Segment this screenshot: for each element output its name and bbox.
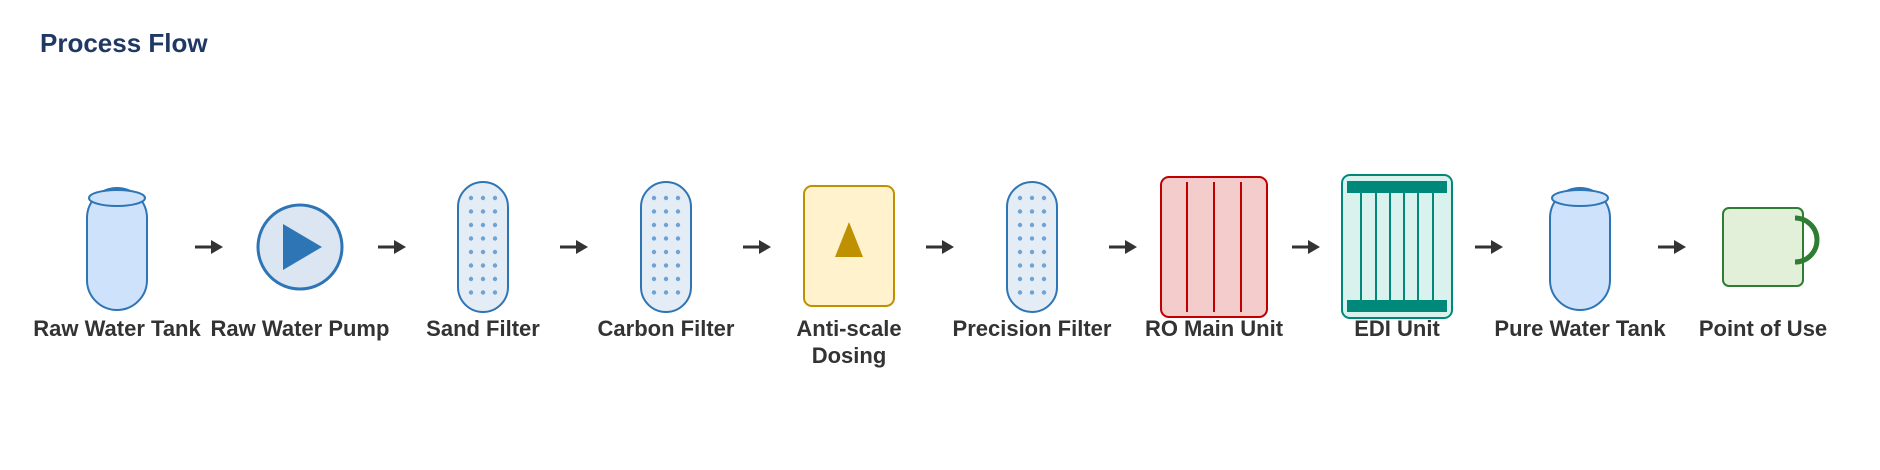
flow-arrow <box>1475 237 1505 257</box>
step-pure-water-tank[interactable]: Pure Water Tank <box>1494 170 1666 380</box>
step-label: RO Main Unit <box>1144 316 1284 341</box>
filter-icon <box>952 170 1112 320</box>
flow-arrow <box>1658 237 1688 257</box>
step-anti-scale-dosing[interactable]: Anti-scale Dosing <box>769 170 929 380</box>
step-label: Sand Filter <box>426 316 540 341</box>
step-label: Carbon Filter <box>597 316 735 341</box>
flow-arrow <box>195 237 225 257</box>
flow-arrow <box>560 237 590 257</box>
step-label: EDI Unit <box>1354 316 1440 341</box>
step-label: Raw Water Tank <box>33 316 201 341</box>
pump-icon <box>220 170 380 320</box>
step-label: Pure Water Tank <box>1494 316 1666 341</box>
step-sand-filter[interactable]: Sand Filter <box>403 170 563 380</box>
step-label: Precision Filter <box>952 316 1112 341</box>
flow-arrow <box>1292 237 1322 257</box>
filter-icon <box>403 170 563 320</box>
step-ro-main-unit[interactable]: RO Main Unit <box>1134 170 1294 380</box>
step-label: Point of Use <box>1698 316 1828 341</box>
tank-icon <box>1500 170 1660 320</box>
filter-icon <box>586 170 746 320</box>
step-raw-water-pump[interactable]: Raw Water Pump <box>211 170 389 380</box>
step-edi-unit[interactable]: EDI Unit <box>1317 170 1477 380</box>
flow-arrow <box>378 237 408 257</box>
step-carbon-filter[interactable]: Carbon Filter <box>586 170 746 380</box>
ro-membrane-icon <box>1134 170 1294 320</box>
flow-arrow <box>926 237 956 257</box>
faucet-cup-icon <box>1683 170 1843 320</box>
step-precision-filter[interactable]: Precision Filter <box>952 170 1112 380</box>
tank-icon <box>37 170 197 320</box>
step-label: Raw Water Pump <box>210 316 390 341</box>
flow-arrow <box>743 237 773 257</box>
edi-stack-icon <box>1317 170 1477 320</box>
step-point-of-use[interactable]: Point of Use <box>1683 170 1843 380</box>
dosing-icon <box>769 170 929 320</box>
flow-arrow <box>1109 237 1139 257</box>
step-raw-water-tank[interactable]: Raw Water Tank <box>33 170 201 380</box>
page-title: Process Flow <box>40 28 208 58</box>
step-label: Anti-scale Dosing <box>796 316 902 368</box>
